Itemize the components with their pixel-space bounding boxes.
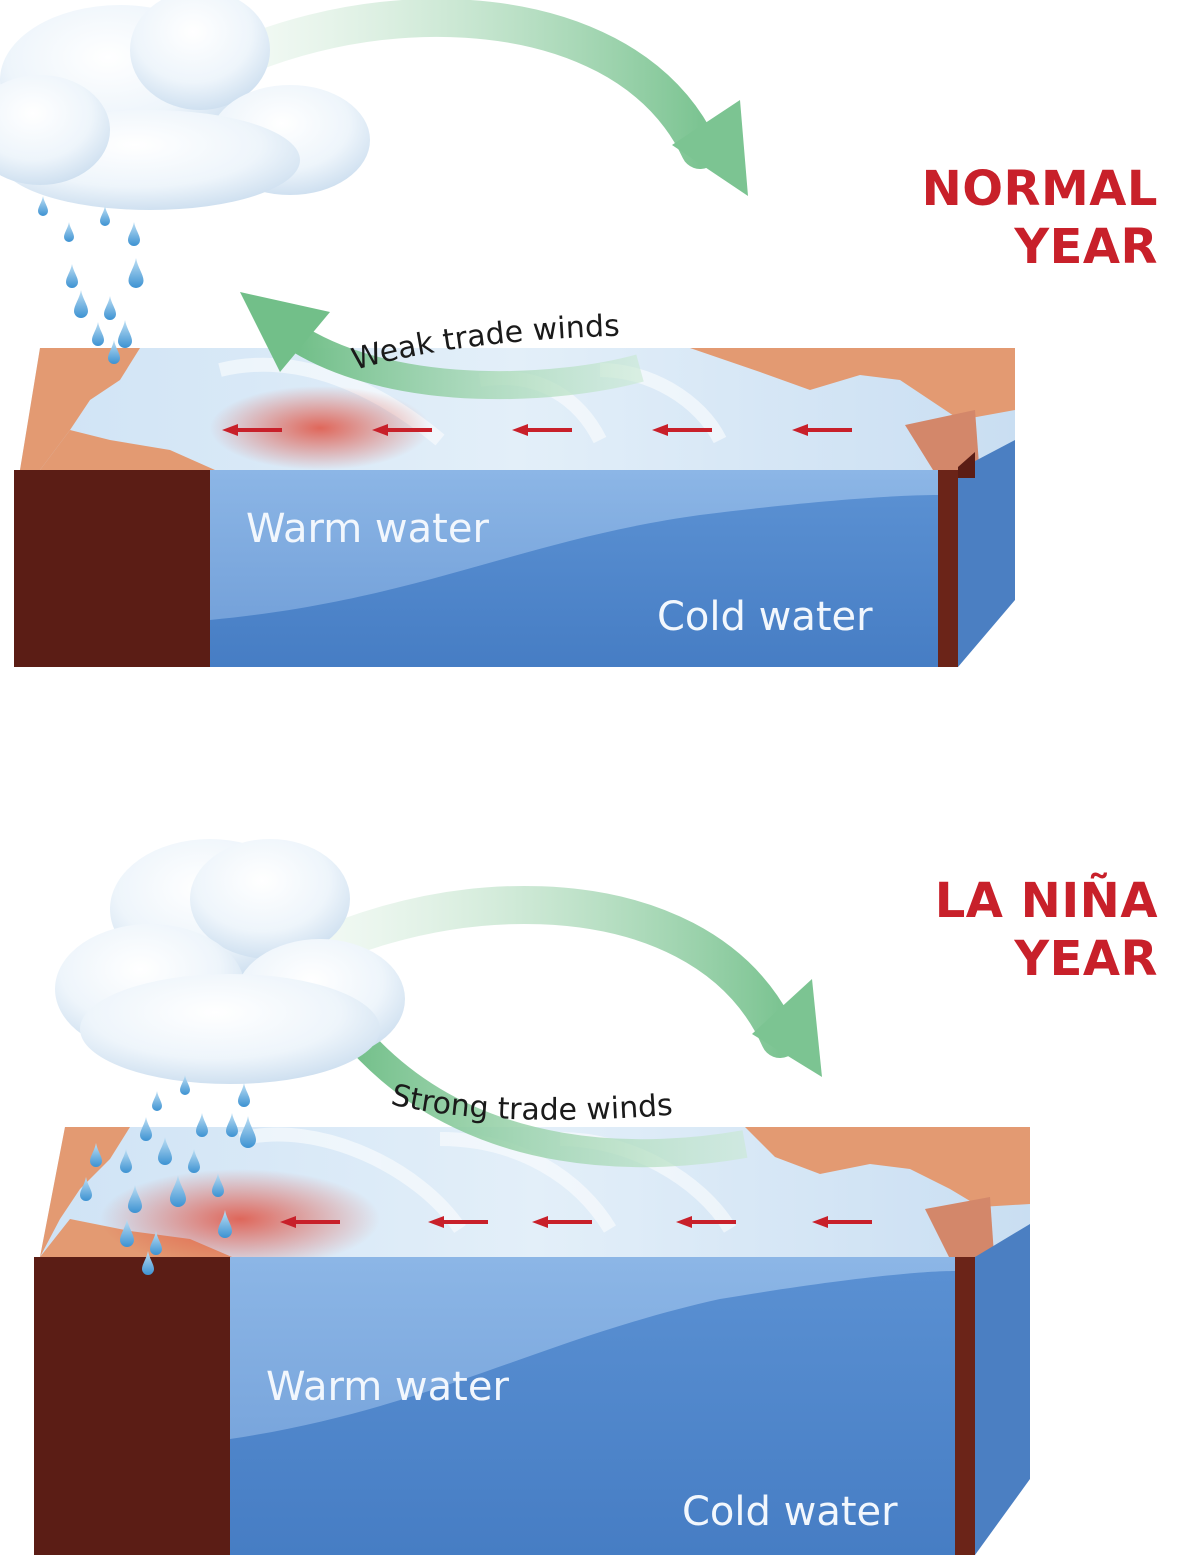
land-west-side bbox=[14, 470, 210, 667]
cold-water-label: Cold water bbox=[682, 1489, 898, 1535]
title-line-1: NORMAL bbox=[921, 161, 1158, 217]
title-line-2: YEAR bbox=[1014, 931, 1158, 987]
land-east-side bbox=[955, 1257, 975, 1555]
block-right-face bbox=[958, 440, 1015, 667]
wind-label: Strong trade winds bbox=[388, 1078, 674, 1128]
title-line-2: YEAR bbox=[1014, 219, 1158, 275]
warm-water-label: Warm water bbox=[246, 506, 489, 552]
cloud-icon bbox=[0, 0, 370, 210]
panel-title: NORMAL YEAR bbox=[922, 160, 1158, 276]
cold-water-layer bbox=[210, 495, 938, 667]
land-east-top bbox=[690, 348, 1015, 420]
trade-wind-arrow-icon bbox=[240, 292, 644, 400]
normal-year-panel: Weak trade winds NORMAL YEAR Warm water … bbox=[0, 0, 1158, 667]
title-line-1: LA NIÑA bbox=[934, 873, 1158, 929]
land-west-side bbox=[34, 1257, 230, 1555]
land-west-top bbox=[20, 348, 140, 470]
land-west-top bbox=[40, 1127, 130, 1257]
warm-spot bbox=[100, 1169, 380, 1269]
warm-water-label: Warm water bbox=[266, 1364, 509, 1410]
cold-water-layer bbox=[230, 1271, 955, 1555]
block-right-face bbox=[975, 1224, 1030, 1555]
la-nina-year-diagram: Strong trade winds bbox=[34, 839, 1030, 1555]
warm-spot bbox=[210, 386, 430, 470]
panel-title: LA NIÑA YEAR bbox=[935, 872, 1158, 988]
cold-water-label: Cold water bbox=[657, 594, 873, 640]
land-east-top bbox=[745, 1127, 1030, 1207]
land-east-side bbox=[938, 470, 958, 667]
la-nina-year-panel: Strong trade winds LA NIÑA YEAR Warm wat… bbox=[0, 779, 1200, 1558]
rain-icon bbox=[38, 196, 144, 364]
cloud-icon bbox=[55, 839, 405, 1084]
normal-year-diagram: Weak trade winds bbox=[0, 0, 1015, 667]
